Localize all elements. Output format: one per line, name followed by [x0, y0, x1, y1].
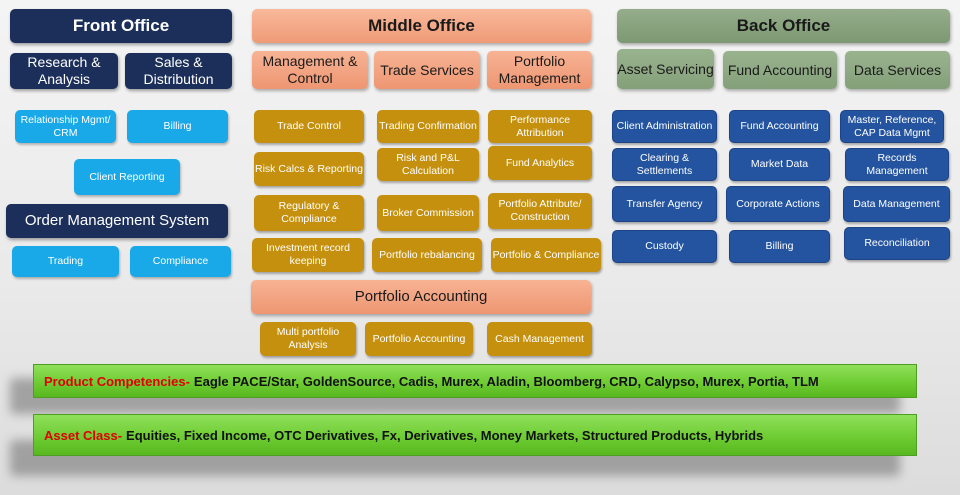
data-services-header: Data Services	[845, 51, 950, 89]
crm-box: Relationship Mgmt/ CRM	[15, 110, 116, 143]
data-management-box: Data Management	[843, 186, 950, 222]
investment-record-box: Investment record keeping	[252, 238, 364, 272]
portfolio-rebalancing-box: Portfolio rebalancing	[372, 238, 482, 272]
asset-servicing-header: Asset Servicing	[617, 49, 714, 89]
trade-control-box: Trade Control	[254, 110, 364, 143]
broker-commission-box: Broker Commission	[377, 195, 479, 231]
trading-confirmation-box: Trading Confirmation	[377, 110, 479, 143]
regulatory-compliance-box: Regulatory & Compliance	[254, 195, 364, 231]
billing-back-box: Billing	[729, 230, 830, 263]
portfolio-compliance-box: Portfolio & Compliance	[491, 238, 601, 272]
cash-management-box: Cash Management	[487, 322, 592, 356]
performance-attribution-box: Performance Attribution	[488, 110, 592, 143]
market-data-box: Market Data	[729, 148, 830, 181]
master-reference-data-box: Master, Reference, CAP Data Mgmt	[840, 110, 944, 143]
research-analysis-header: Research & Analysis	[10, 53, 118, 89]
clearing-settlements-box: Clearing & Settlements	[612, 148, 717, 181]
fund-accounting-box: Fund Accounting	[729, 110, 830, 143]
asset-class-label: Asset Class-	[44, 427, 123, 443]
portfolio-attribute-box: Portfolio Attribute/ Construction	[488, 193, 592, 229]
middle-office-header: Middle Office	[252, 9, 591, 43]
back-office-header: Back Office	[617, 9, 950, 43]
transfer-agency-box: Transfer Agency	[612, 186, 717, 222]
front-office-header: Front Office	[10, 9, 232, 43]
fund-accounting-header: Fund Accounting	[723, 51, 837, 89]
asset-class-band: Asset Class- Equities, Fixed Income, OTC…	[33, 414, 917, 456]
reconciliation-box: Reconciliation	[844, 227, 950, 260]
compliance-box: Compliance	[130, 246, 231, 277]
corporate-actions-box: Corporate Actions	[726, 186, 830, 222]
asset-class-text: Equities, Fixed Income, OTC Derivatives,…	[126, 427, 764, 443]
risk-calcs-box: Risk Calcs & Reporting	[254, 152, 364, 186]
client-reporting-box: Client Reporting	[74, 159, 180, 195]
management-control-header: Management & Control	[252, 51, 368, 89]
product-competencies-band: Product Competencies- Eagle PACE/Star, G…	[33, 364, 917, 398]
product-competencies-label: Product Competencies-	[44, 373, 190, 389]
multi-portfolio-analysis-box: Multi portfolio Analysis	[260, 322, 356, 356]
client-administration-box: Client Administration	[612, 110, 717, 143]
portfolio-accounting-header: Portfolio Accounting	[251, 280, 591, 314]
oms-header: Order Management System	[6, 204, 228, 238]
billing-box: Billing	[127, 110, 228, 143]
trade-services-header: Trade Services	[374, 51, 480, 89]
product-competencies-text: Eagle PACE/Star, GoldenSource, Cadis, Mu…	[193, 373, 819, 389]
portfolio-management-header: Portfolio Management	[487, 51, 592, 89]
portfolio-accounting-box: Portfolio Accounting	[365, 322, 473, 356]
sales-distribution-header: Sales & Distribution	[125, 53, 232, 89]
trading-box: Trading	[12, 246, 119, 277]
risk-pnl-box: Risk and P&L Calculation	[377, 148, 479, 181]
custody-box: Custody	[612, 230, 717, 263]
records-management-box: Records Management	[845, 148, 949, 181]
fund-analytics-box: Fund Analytics	[488, 146, 592, 180]
